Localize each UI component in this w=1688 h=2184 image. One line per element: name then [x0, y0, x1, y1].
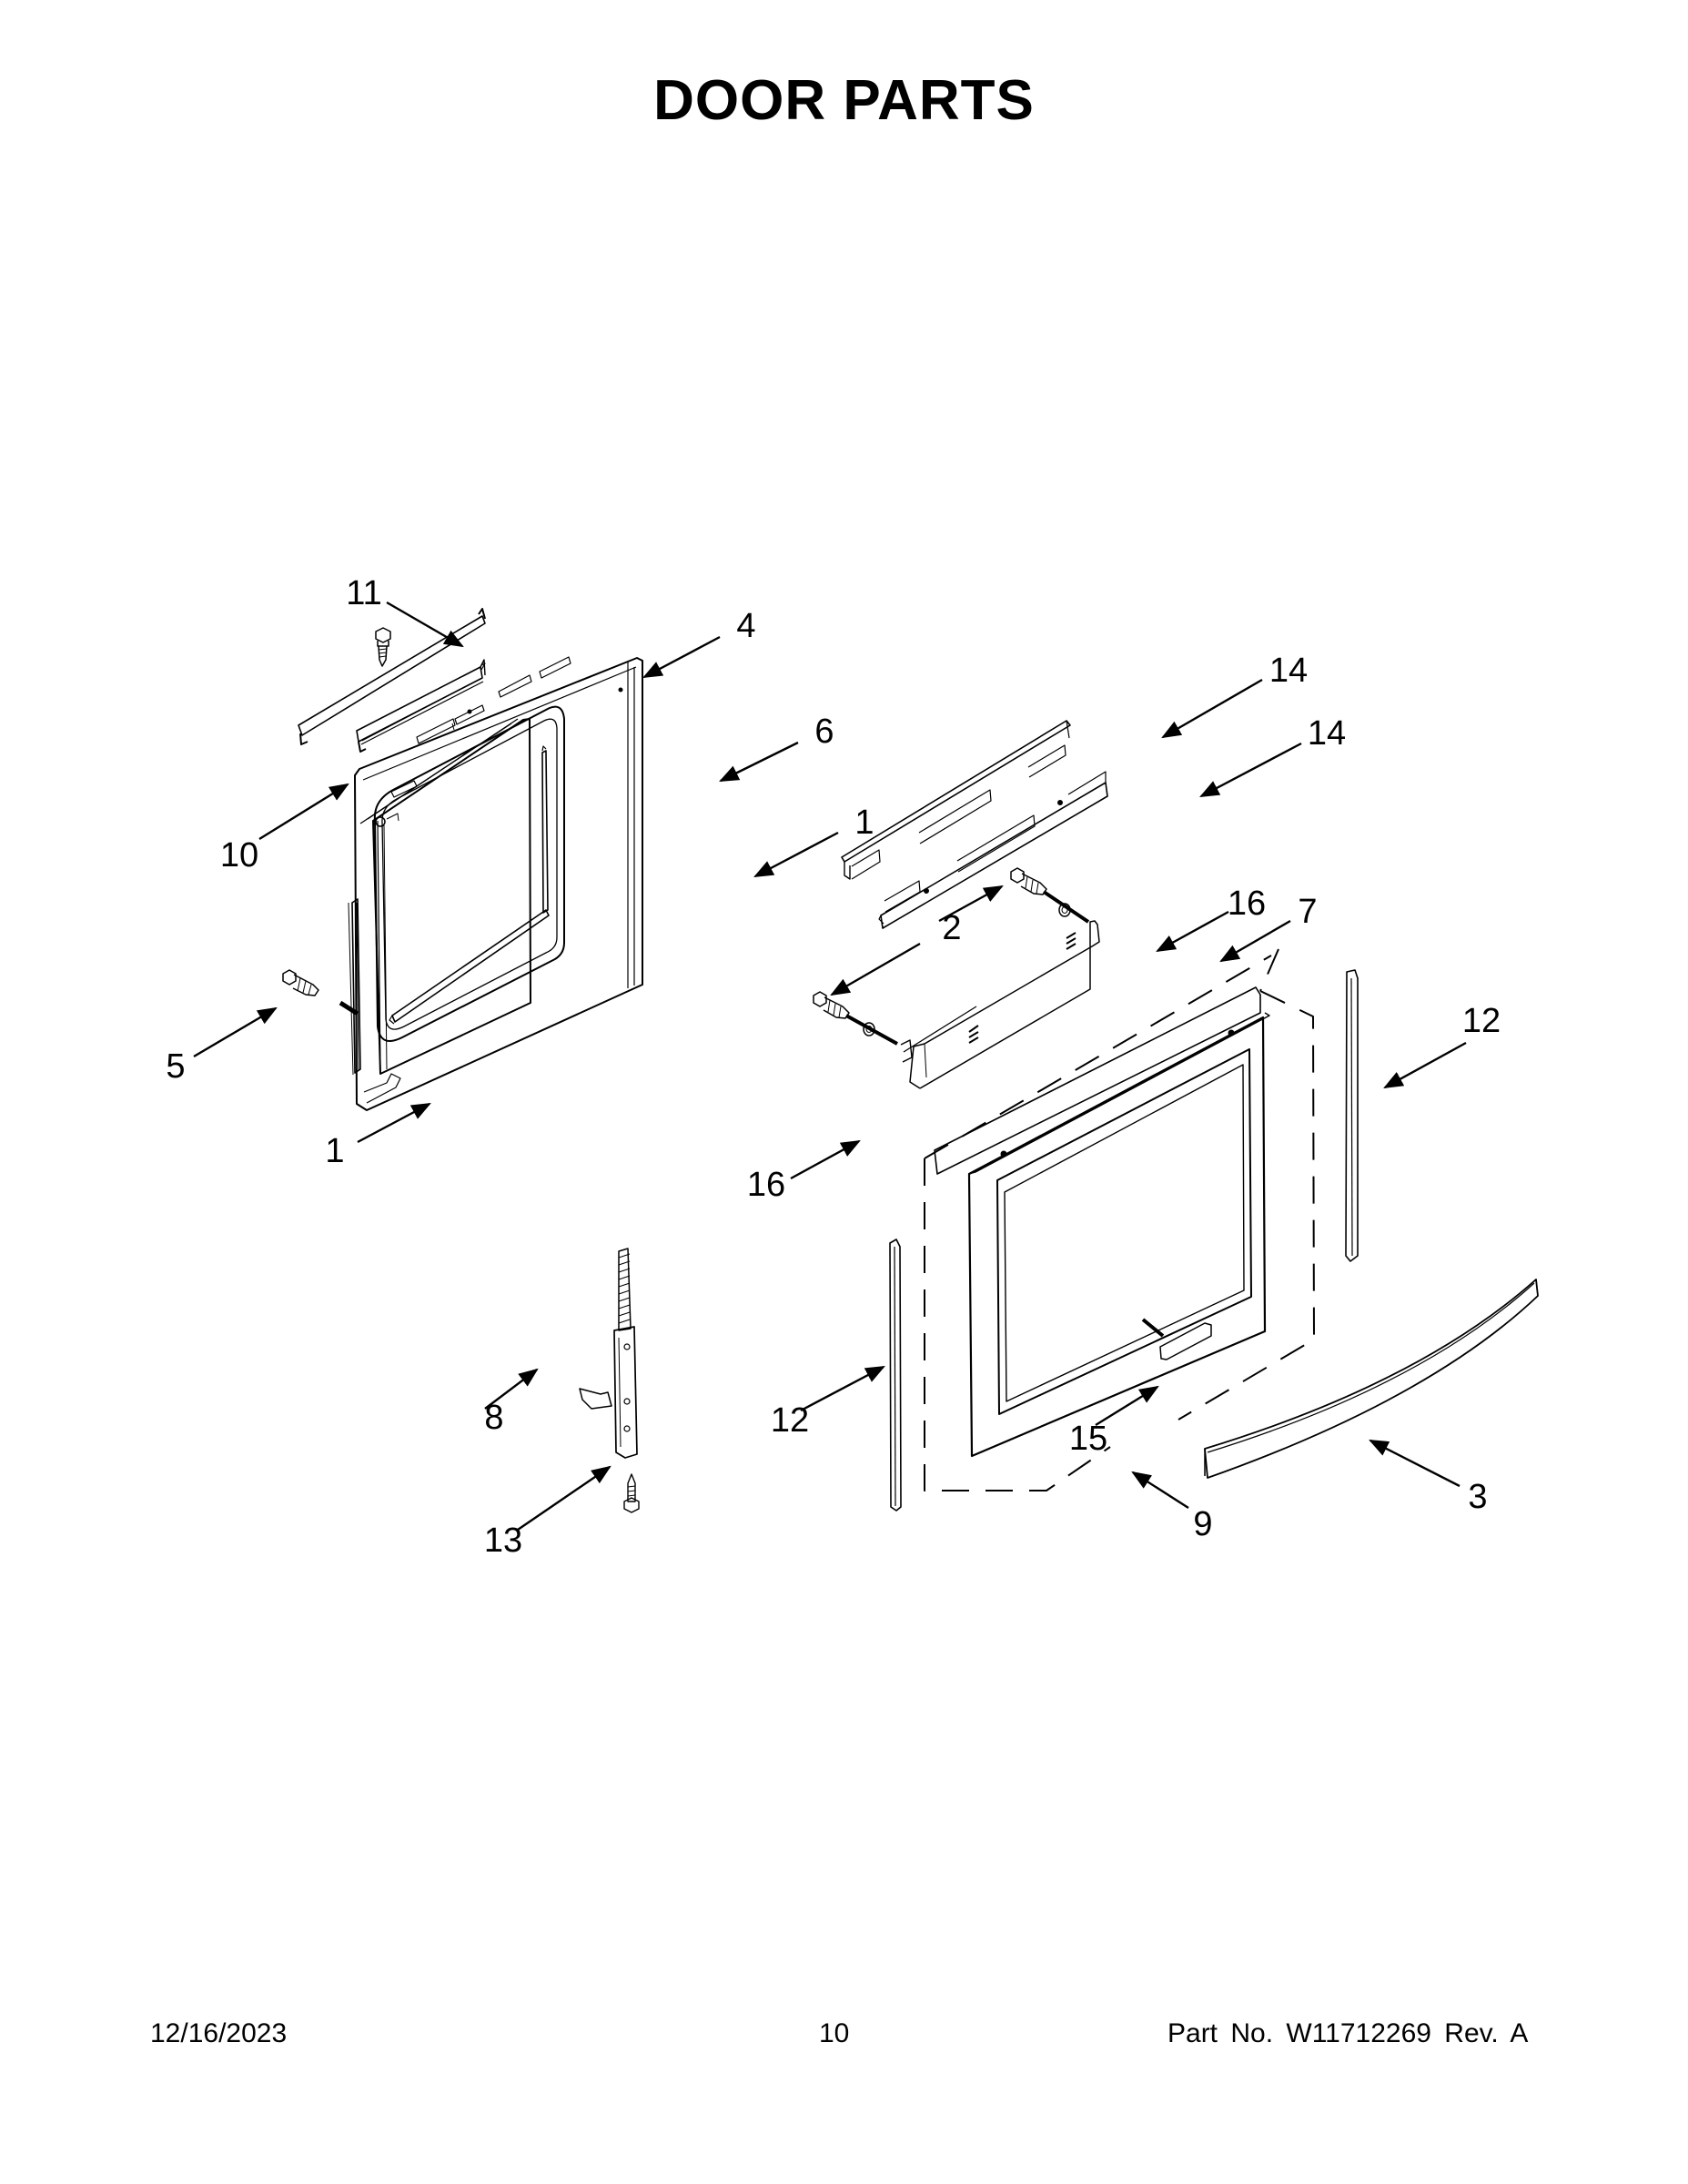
- part-11-screw: [375, 627, 391, 667]
- part-6-glass-pane: [359, 718, 531, 1075]
- part-14-bracket-lower: [878, 771, 1108, 929]
- footer-part-number: Part No. W11712269 Rev. A: [1167, 2018, 1529, 2048]
- part-8-hinge: [579, 1248, 638, 1459]
- callout-11: 11: [346, 574, 382, 612]
- callout-9: 9: [1193, 1505, 1213, 1543]
- callout-14-lower: 14: [1307, 714, 1347, 753]
- callout-10: 10: [219, 836, 259, 875]
- callout-5: 5: [166, 1047, 186, 1086]
- callout-12-left: 12: [770, 1401, 810, 1440]
- callout-arrows: [193, 601, 1467, 1531]
- callout-2: 2: [942, 909, 962, 947]
- part-14-bracket-upper: [841, 720, 1071, 880]
- callout-13: 13: [483, 1522, 523, 1560]
- part-12-side-trim-left: [889, 1239, 902, 1512]
- callout-4: 4: [736, 607, 756, 645]
- footer-date: 12/16/2023: [150, 2018, 288, 2048]
- part-trim-strip: [934, 986, 1261, 1175]
- callout-3: 3: [1468, 1478, 1488, 1516]
- part-4-inner-door-panel: [339, 656, 643, 1111]
- part-9-door-frame: [967, 1012, 1270, 1458]
- part-2-screw-upper: [1010, 867, 1090, 924]
- callout-16-lower: 16: [746, 1166, 786, 1204]
- callout-12-right: 12: [1461, 1002, 1501, 1040]
- part-13-screw: [623, 1473, 640, 1513]
- part-12-side-trim-right: [1345, 969, 1359, 1262]
- callout-6: 6: [814, 713, 834, 751]
- callout-7: 7: [1298, 893, 1318, 931]
- part-9-door-outline-dashed: [924, 948, 1315, 1491]
- callout-16-upper: 16: [1227, 885, 1267, 923]
- part-15-badge: [1141, 1318, 1212, 1360]
- part-1-gasket-left: [348, 898, 361, 1076]
- callout-8: 8: [484, 1399, 504, 1437]
- footer-page-number: 10: [819, 2018, 850, 2048]
- part-16-washer-upper: [1058, 903, 1071, 917]
- part-7-hinge-receiver: [909, 920, 1100, 1089]
- part-2-screw-lower: [813, 991, 898, 1046]
- callout-1-upper: 1: [854, 804, 874, 842]
- part-1-gasket-right: [541, 745, 549, 914]
- callout-15: 15: [1068, 1420, 1108, 1458]
- part-10-strip: [298, 608, 486, 745]
- callout-1-lower: 1: [325, 1132, 345, 1170]
- part-10-top-channel: [356, 659, 486, 753]
- part-5-screw: [282, 969, 319, 996]
- part-2-hinge-bracket-lower: [900, 1006, 977, 1063]
- page-title: DOOR PARTS: [653, 69, 1035, 132]
- part-1-gasket-bottom: [389, 909, 550, 1025]
- part-3-door-handle: [1204, 1279, 1539, 1479]
- part-16-washer-lower: [863, 1022, 875, 1036]
- callout-14-upper: 14: [1269, 652, 1309, 690]
